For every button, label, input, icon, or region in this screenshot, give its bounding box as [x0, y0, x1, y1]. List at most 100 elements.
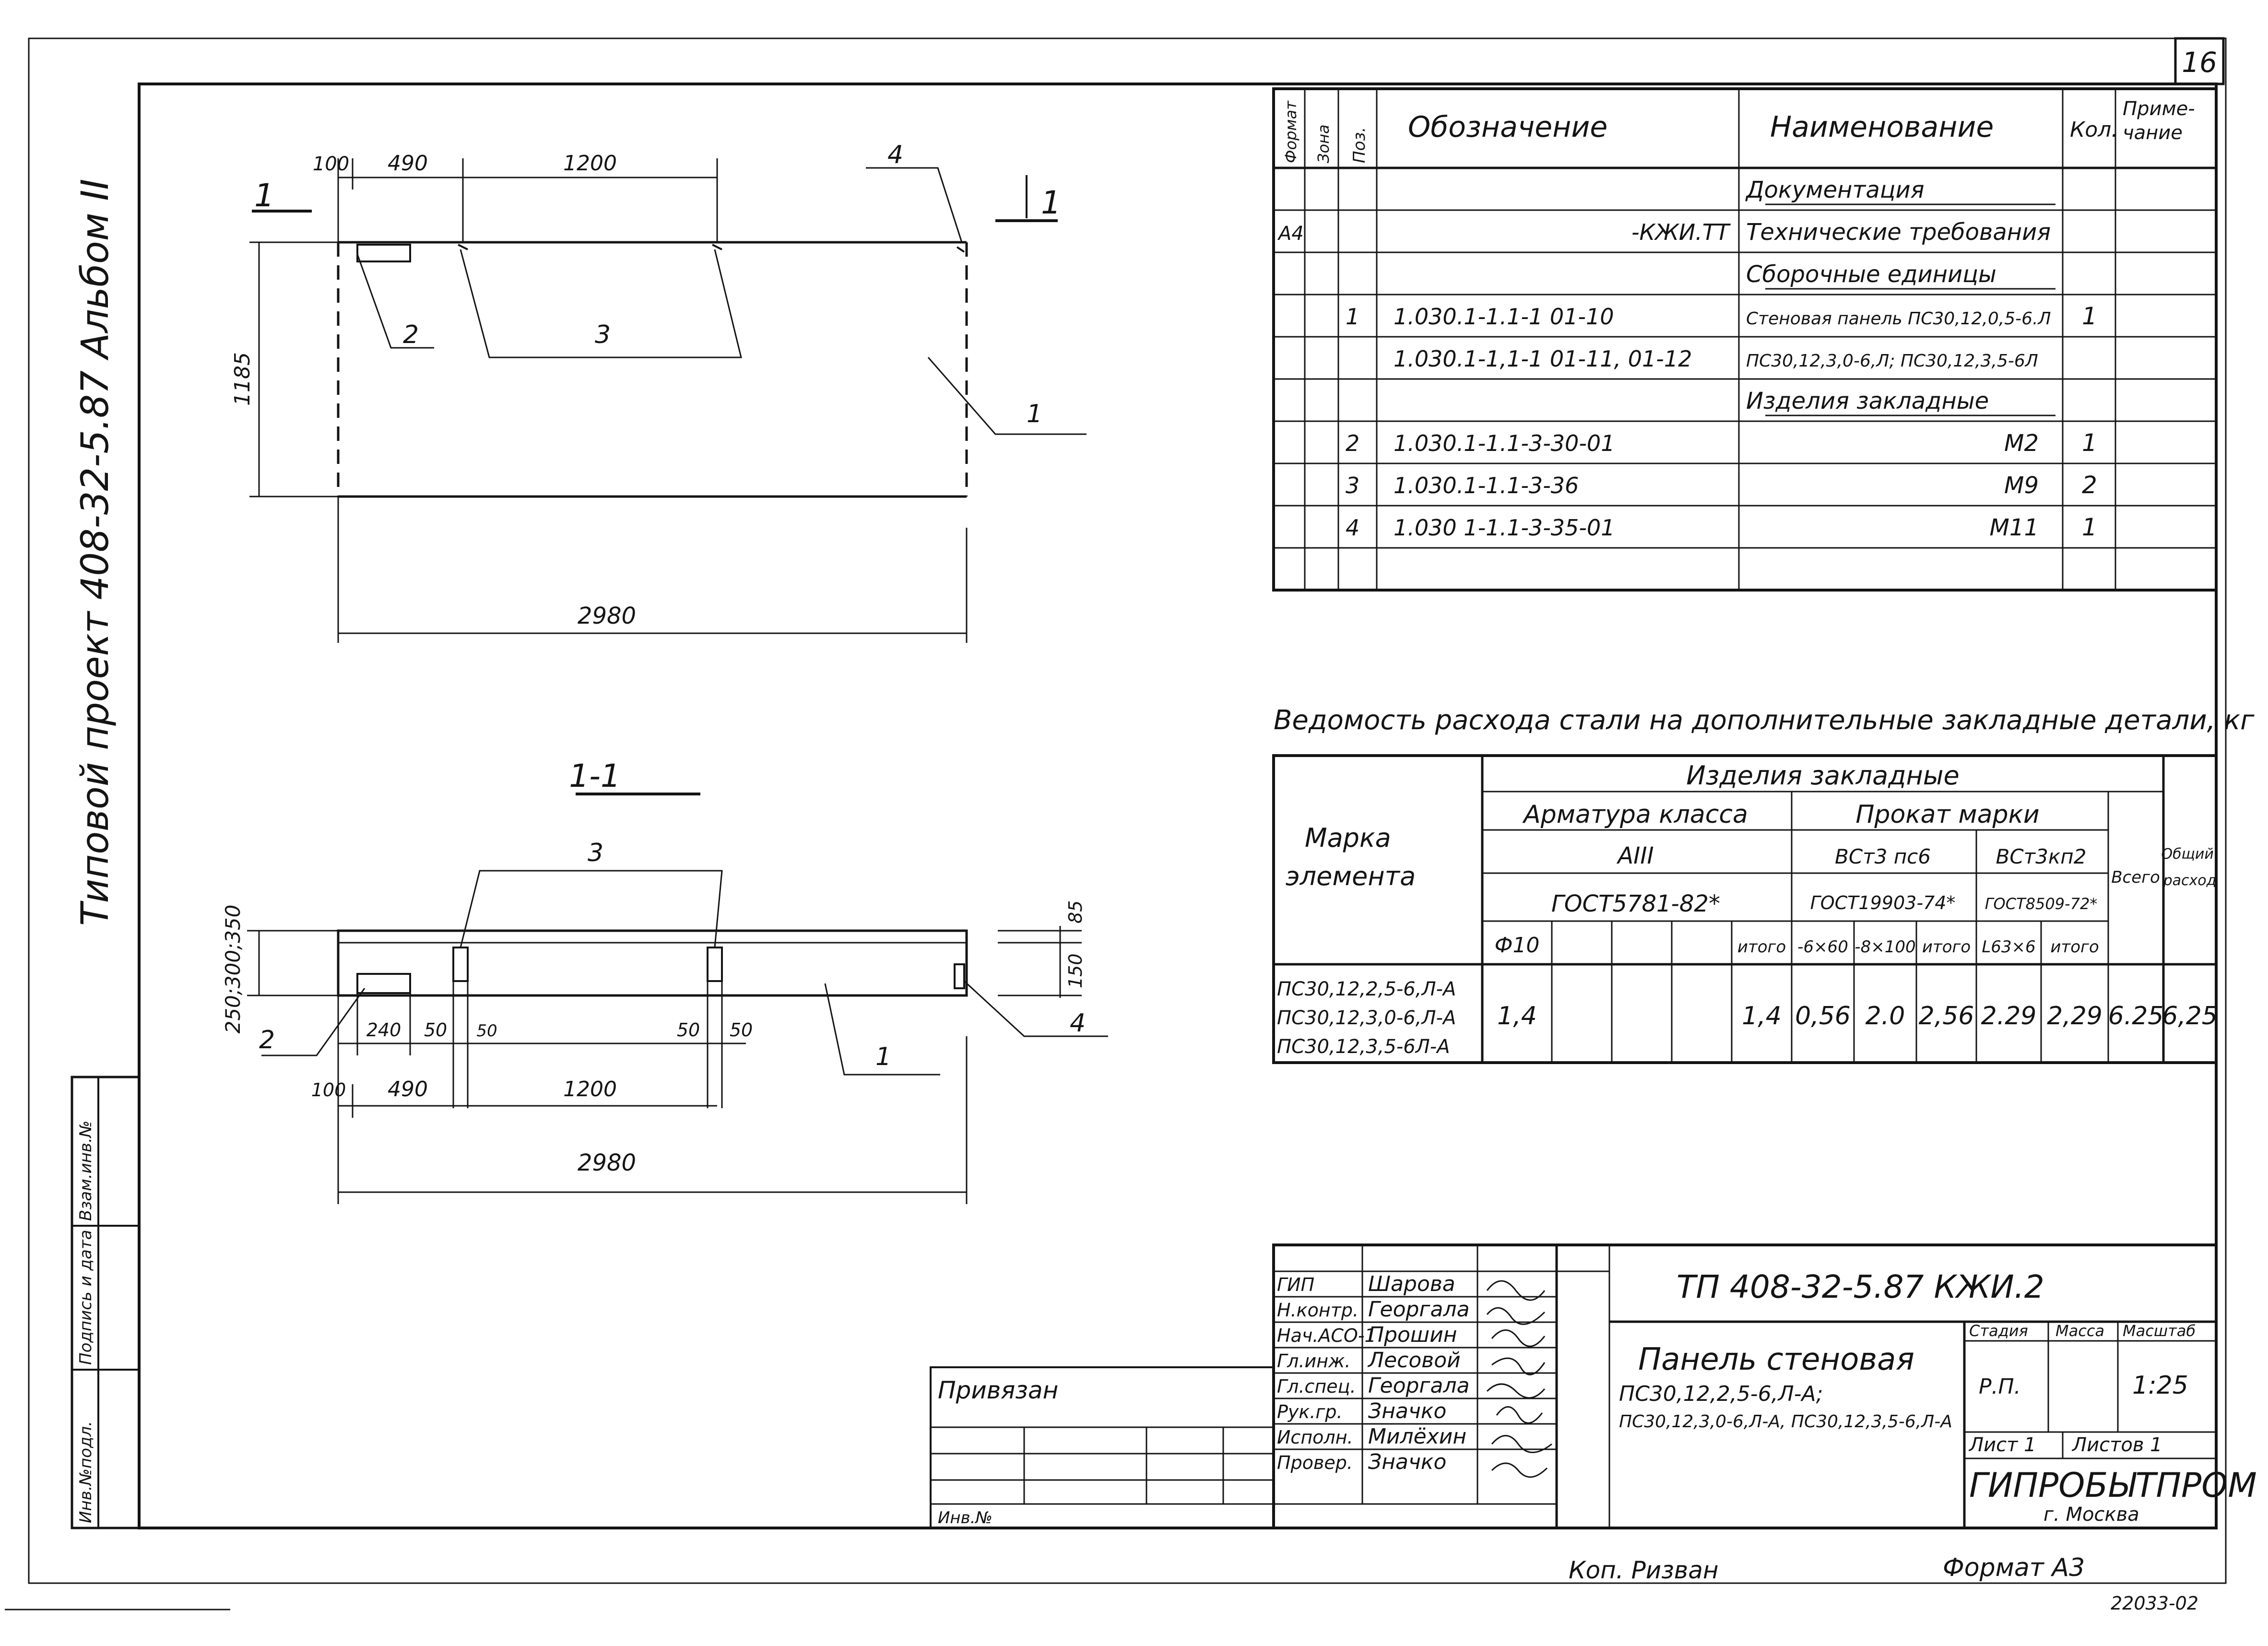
plan-dim-1185: 1185 [230, 352, 255, 406]
title-sheet: Лист 1 [1968, 1434, 2036, 1456]
specification-table: Формат Зона Поз. Обозначение Наименовани… [1272, 87, 2218, 592]
steel-table-title: Ведомость расхода стали на дополнительны… [1274, 705, 2255, 736]
tb-person-role: Рук.гр. [1277, 1401, 1343, 1422]
spec-cell-pos: 3 [1346, 473, 1359, 498]
steel-head-overall: Общий расход [2162, 846, 2219, 889]
steel-col-head: итого [1922, 937, 1971, 957]
section-dim-100: 100 [311, 1079, 346, 1101]
steel-value: 2,29 [2047, 1002, 2103, 1030]
steel-mark: ПС30,12,3,0-6,Л-А [1277, 1007, 1456, 1029]
signature-scribbles [1486, 1280, 1552, 1478]
steel-head-rolled-b: ВСт3кп2 [1996, 845, 2087, 868]
title-marks-2: ПС30,12,3,0-6,Л-А, ПС30,12,3,5-6,Л-А [1619, 1412, 1952, 1432]
title-name: Панель стеновая [1638, 1342, 1914, 1377]
spec-cell-format: А4 [1277, 223, 1304, 245]
plan-callout-2: 2 [403, 320, 419, 349]
tb-person-role: Нач.АСО-1 [1277, 1325, 1376, 1346]
tb-person-role: Гл.инж. [1277, 1350, 1350, 1372]
steel-head-gost-a: ГОСТ19903-74* [1810, 892, 1956, 913]
steel-head-mark-2: элемента [1286, 861, 1416, 891]
binding-block: Привязан Инв.№ [930, 1366, 1275, 1529]
title-sheets: Листов 1 [2071, 1434, 2162, 1456]
spec-cell-name: М11 [1990, 514, 2039, 541]
section-dim-50b: 50 [476, 1021, 497, 1041]
steel-head-rebar-class: АIII [1616, 842, 1654, 869]
section-dim-490: 490 [388, 1077, 428, 1101]
steel-head-rolled-a: ВСт3 пс6 [1835, 845, 1931, 868]
steel-head-gost-b: ГОСТ8509-72* [1985, 895, 2098, 913]
tb-person-name: Значко [1368, 1399, 1446, 1423]
steel-mark: ПС30,12,2,5-6,Л-А [1277, 978, 1456, 1000]
title-scale: 1:25 [2132, 1371, 2188, 1400]
spec-head-pos: Поз. [1350, 127, 1369, 163]
steel-head-total: Всего [2111, 868, 2160, 887]
spec-head-name: Наименование [1770, 110, 1994, 144]
title-block: ТП 408-32-5.87 КЖИ.2 Панель стеновая ПС3… [1272, 1243, 2257, 1529]
steel-col-head: итого [2050, 937, 2099, 957]
binding-label: Привязан [938, 1376, 1058, 1404]
spec-head-format: Формат [1282, 100, 1300, 163]
footer-number: 22033-02 [2111, 1593, 2198, 1614]
plan-view: 100 490 1200 1185 2980 1 1 4 2 3 1 [230, 141, 1087, 643]
steel-col-head: итого [1737, 937, 1786, 957]
spec-cell-qty: 1 [2082, 302, 2097, 330]
section-dim-240: 240 [366, 1019, 402, 1041]
spec-cell-pos: 1 [1346, 304, 1359, 330]
tb-person-name: Шарова [1368, 1272, 1455, 1296]
spec-cell-name: Документация [1745, 177, 1925, 203]
title-marks-1: ПС30,12,2,5-6,Л-А; [1619, 1382, 1823, 1406]
tb-person-name: Георгала [1368, 1297, 1470, 1322]
plan-section-mark-right: 1 [1041, 184, 1061, 221]
section-dim-thickness: 250;300;350 [221, 905, 245, 1034]
steel-head-mark-1: Марка [1305, 823, 1391, 853]
tb-person-name: Георгала [1368, 1374, 1470, 1398]
tb-person-name: Прошин [1368, 1323, 1457, 1347]
steel-value: 0,56 [1795, 1002, 1851, 1030]
spec-head-qty: Кол. [2070, 118, 2118, 142]
footer-format: Формат А3 [1943, 1553, 2085, 1582]
spec-cell-name: М2 [2004, 430, 2039, 457]
section-dim-85: 85 [1065, 900, 1086, 924]
spec-head-zone: Зона [1314, 124, 1333, 163]
plan-dim-100: 100 [313, 153, 349, 175]
steel-mark: ПС30,12,3,5-6Л-А [1277, 1036, 1450, 1058]
steel-head-overall-2: расход [2163, 872, 2217, 889]
spec-cell-qty: 1 [2082, 513, 2097, 541]
section-dim-50a: 50 [424, 1019, 447, 1041]
section-view: 1-1 250;300;350 85 150 240 50 50 50 50 [221, 758, 1108, 1204]
steel-value: 1,4 [1742, 1002, 1782, 1030]
left-stamp-replace: Взам.инв.№ [76, 1121, 95, 1221]
spec-head-note-1: Приме- [2123, 98, 2195, 120]
spec-cell-name: М9 [2004, 472, 2039, 499]
tb-person-role: ГИП [1277, 1274, 1314, 1295]
plan-callout-3: 3 [595, 320, 611, 349]
spec-head-designation: Обозначение [1408, 110, 1607, 144]
steel-col-head: -8×100 [1855, 937, 1915, 957]
steel-head-rolled: Прокат марки [1855, 800, 2039, 829]
spec-cell-qty: 1 [2082, 429, 2097, 457]
spec-cell-designation: 1.030.1-1.1-1 01-10 [1394, 304, 1614, 330]
steel-value: 2.0 [1866, 1002, 1905, 1030]
title-mass-label: Масса [2055, 1322, 2104, 1340]
spec-cell-name: Стеновая панель ПС30,12,0,5-6.Л [1746, 309, 2051, 329]
spec-cell-name: ПС30,12,3,0-6,Л; ПС30,12,3,5-6Л [1746, 351, 2038, 371]
plan-section-mark-left: 1 [254, 177, 274, 214]
section-callout-3: 3 [588, 839, 603, 867]
spec-cell-designation: 1.030.1-1,1-1 01-11, 01-12 [1394, 346, 1692, 372]
title-org: ГИПРОБЫТПРОМ [1969, 1466, 2257, 1505]
plan-dim-490: 490 [388, 151, 428, 176]
spec-cell-pos: 4 [1346, 515, 1359, 541]
steel-col-head: -6×60 [1797, 937, 1848, 957]
steel-value: 1,4 [1497, 1002, 1537, 1030]
tb-person-name: Милёхин [1368, 1424, 1466, 1449]
left-stamp: Инв.№подл. Подпись и дата Взам.инв.№ [71, 1076, 141, 1529]
section-callout-4: 4 [1070, 1009, 1086, 1038]
spec-cell-designation: 1.030.1-1.1-3-30-01 [1394, 430, 1615, 456]
steel-table: Марка элемента Изделия закладные Арматур… [1272, 754, 2219, 1064]
steel-value: 2.29 [1981, 1002, 2037, 1030]
plan-dim-1200: 1200 [563, 151, 617, 176]
